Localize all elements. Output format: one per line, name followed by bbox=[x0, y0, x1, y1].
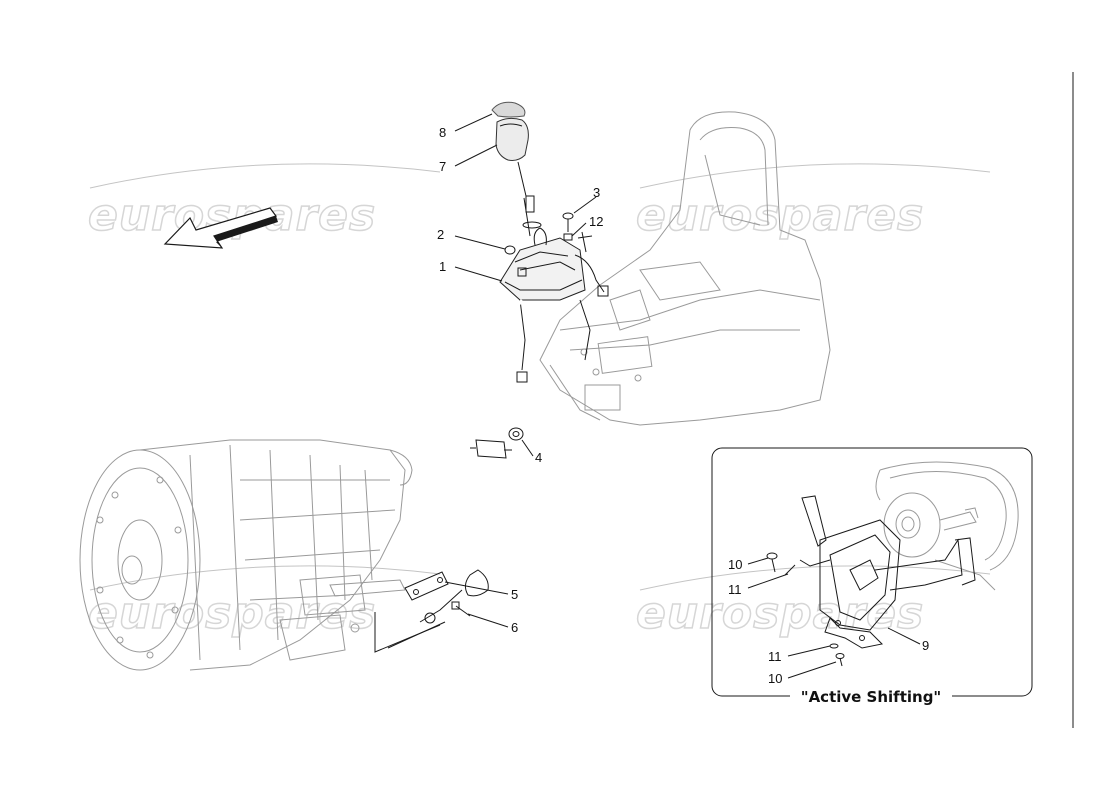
watermark-swoosh bbox=[639, 565, 991, 591]
steering-wheel bbox=[875, 461, 1019, 591]
callout-11-upper: 11 bbox=[728, 582, 742, 597]
clip-12 bbox=[563, 233, 573, 241]
gear-knob bbox=[495, 117, 529, 161]
paddle-shifter-bracket bbox=[799, 495, 976, 649]
selector-cable-end bbox=[374, 612, 446, 653]
watermark-text: eurospares bbox=[636, 190, 924, 241]
callout-10-upper: 10 bbox=[728, 557, 742, 572]
callout-1: 1 bbox=[439, 259, 446, 274]
watermark-swoosh bbox=[639, 163, 991, 189]
callout-9: 9 bbox=[922, 638, 929, 653]
bolt-6 bbox=[451, 601, 471, 617]
caption-backdrop bbox=[790, 685, 952, 707]
transmission bbox=[79, 439, 413, 671]
active-shifting-inset: 10 11 11 10 9 "Active Shifting" bbox=[711, 447, 1033, 707]
shift-lever-rod bbox=[517, 161, 542, 237]
callout-labels: 8 7 3 12 2 1 4 5 6 bbox=[437, 125, 603, 635]
callout-6: 6 bbox=[511, 620, 518, 635]
screw-10-lower bbox=[835, 653, 845, 667]
callout-7: 7 bbox=[439, 159, 446, 174]
callout-8: 8 bbox=[439, 125, 446, 140]
watermark-swoosh bbox=[89, 163, 441, 189]
watermark-text: eurospares bbox=[636, 588, 924, 639]
front-direction-arrow-icon bbox=[163, 207, 278, 249]
inset-caption: "Active Shifting" bbox=[801, 688, 942, 706]
watermark-swoosh bbox=[89, 565, 441, 591]
callout-12: 12 bbox=[589, 214, 603, 229]
screw-10-upper bbox=[766, 552, 778, 573]
washer-11-upper bbox=[784, 564, 796, 576]
callout-4: 4 bbox=[535, 450, 542, 465]
callout-10-lower: 10 bbox=[768, 671, 782, 686]
screw-3 bbox=[562, 212, 574, 232]
inset-frame bbox=[711, 447, 1033, 697]
callout-5: 5 bbox=[511, 587, 518, 602]
washer-11-lower bbox=[829, 643, 839, 649]
callout-2: 2 bbox=[437, 227, 444, 242]
bracket-5 bbox=[404, 571, 449, 601]
center-console bbox=[539, 111, 831, 426]
callout-leaders bbox=[444, 113, 597, 628]
callout-3: 3 bbox=[593, 185, 600, 200]
grommet-4 bbox=[508, 427, 524, 441]
gear-knob-cap bbox=[491, 101, 526, 118]
shifter-assembly bbox=[499, 227, 609, 383]
nut-2 bbox=[504, 245, 516, 255]
callout-11-lower: 11 bbox=[768, 649, 782, 664]
